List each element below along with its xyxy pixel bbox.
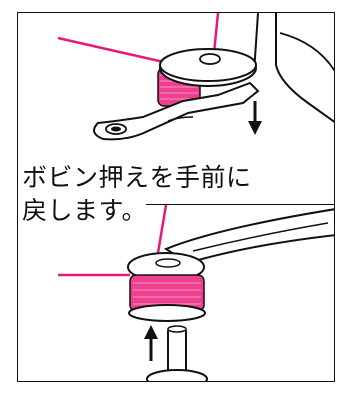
panel-divider bbox=[146, 204, 334, 205]
down-arrow-icon bbox=[248, 101, 262, 135]
bobbin-winder-illustration bbox=[57, 13, 334, 141]
caption-line-2: 戻します。 bbox=[22, 196, 148, 225]
caption-line-1: ボビン押えを手前に bbox=[22, 163, 252, 192]
instruction-figure: ボビン押えを手前に 戻します。 bbox=[17, 12, 335, 382]
up-arrow-icon bbox=[144, 325, 158, 361]
instruction-caption: ボビン押えを手前に 戻します。 bbox=[22, 161, 254, 227]
